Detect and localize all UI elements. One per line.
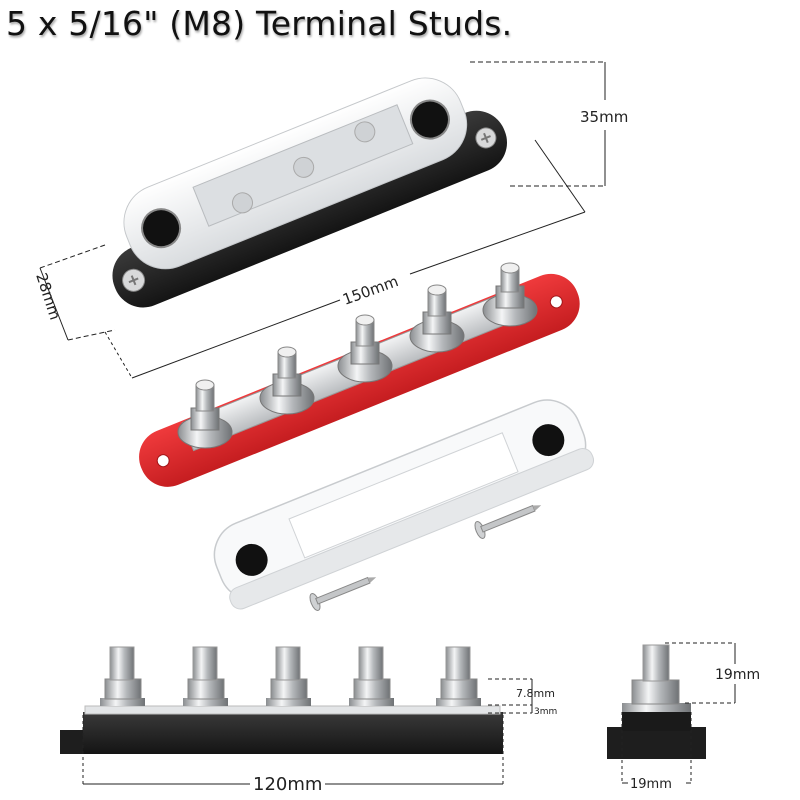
dim-label-120mm: 120mm — [253, 774, 322, 795]
dimension-plate-thickness: 3mm — [488, 705, 557, 717]
dim-label-35mm: 35mm — [580, 108, 628, 126]
dimension-width-28mm: 28mm — [32, 244, 116, 341]
dim-label-19mm-width: 19mm — [630, 777, 672, 792]
stud-front — [100, 646, 145, 706]
side-view — [607, 644, 706, 759]
stud — [409, 284, 465, 353]
stud — [337, 314, 393, 383]
dimension-span-120mm: 120mm — [82, 715, 504, 795]
stud — [177, 379, 233, 449]
cover-hole-icon — [235, 543, 268, 576]
dim-label-28mm: 28mm — [32, 271, 64, 323]
stud — [482, 262, 538, 327]
mount-hole-icon — [156, 454, 170, 468]
stud — [259, 346, 315, 415]
assembled-busbar-black — [112, 77, 508, 308]
stud-front — [266, 646, 311, 706]
dim-label-7-8mm: 7.8mm — [516, 687, 555, 700]
product-title: 5 x 5/16" (M8) Terminal Studs. — [6, 4, 513, 43]
clear-cover-loose — [213, 399, 595, 610]
mounting-screw — [474, 504, 542, 539]
dimension-height-35mm: 35mm — [470, 61, 628, 187]
dim-label-19mm-height: 19mm — [715, 667, 760, 683]
dimension-nut-height: 7.8mm — [488, 678, 555, 706]
dimension-side-width-19mm: 19mm — [621, 712, 692, 792]
front-view — [60, 646, 503, 754]
stud-front — [349, 646, 394, 706]
busbar-red — [139, 262, 580, 487]
cover-hole-icon — [141, 208, 182, 249]
dim-label-150mm: 150mm — [340, 272, 401, 309]
dimension-side-height-19mm: 19mm — [665, 642, 760, 704]
mount-hole-icon — [549, 295, 563, 309]
mounting-screw — [309, 576, 377, 611]
cover-hole-icon — [532, 424, 565, 457]
dim-label-3mm: 3mm — [534, 707, 557, 717]
stud-front — [436, 646, 481, 706]
cover-hole-icon — [409, 99, 450, 140]
stud-front — [183, 646, 228, 706]
